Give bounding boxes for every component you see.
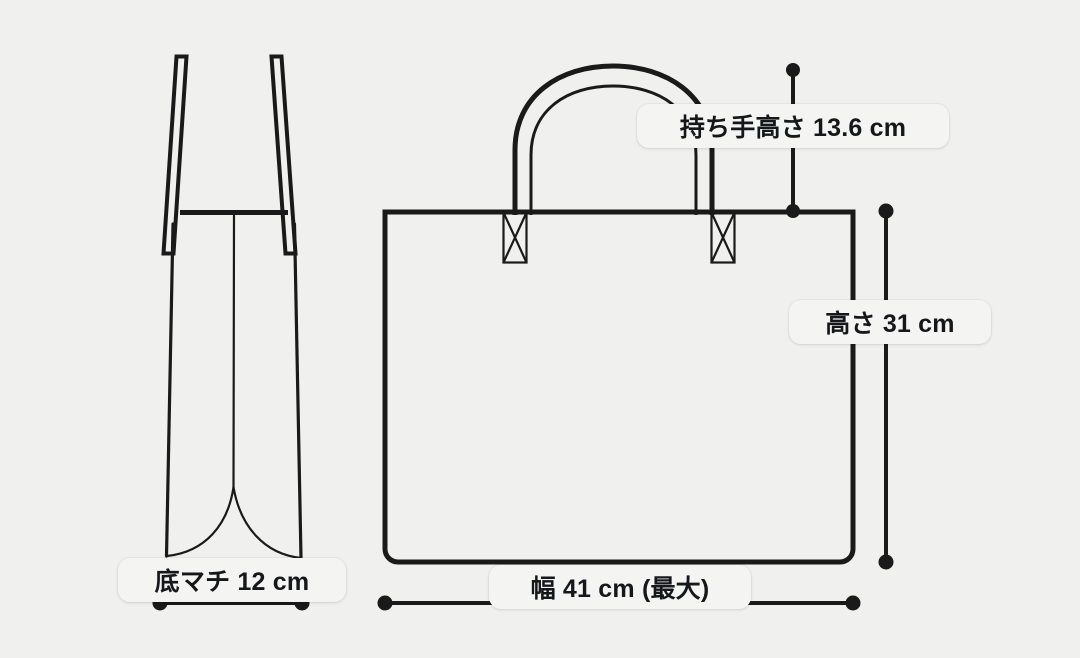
side-view-center-fold-line	[232, 212, 236, 489]
side-view-gusset-left-curve	[165, 485, 235, 558]
callout-handle-height: 持ち手高さ 13.6 cm	[637, 104, 949, 148]
side-view-right-strap	[269, 54, 298, 256]
front-view-body-outline	[382, 209, 856, 565]
side-view-group	[161, 54, 303, 560]
callout-height: 高さ 31 cm	[789, 300, 991, 344]
front-view-right-stitch-box	[710, 211, 736, 264]
side-view-left-strap	[161, 54, 189, 256]
callout-gusset: 底マチ 12 cm	[118, 558, 346, 602]
callout-width: 幅 41 cm (最大)	[489, 565, 751, 609]
side-view-body-left-edge	[164, 222, 175, 558]
side-view-body-right-edge	[292, 222, 303, 560]
front-view-left-stitch-box	[502, 211, 528, 264]
side-view-gusset-right-curve	[232, 485, 303, 560]
dimension-bag-height	[878, 203, 894, 570]
